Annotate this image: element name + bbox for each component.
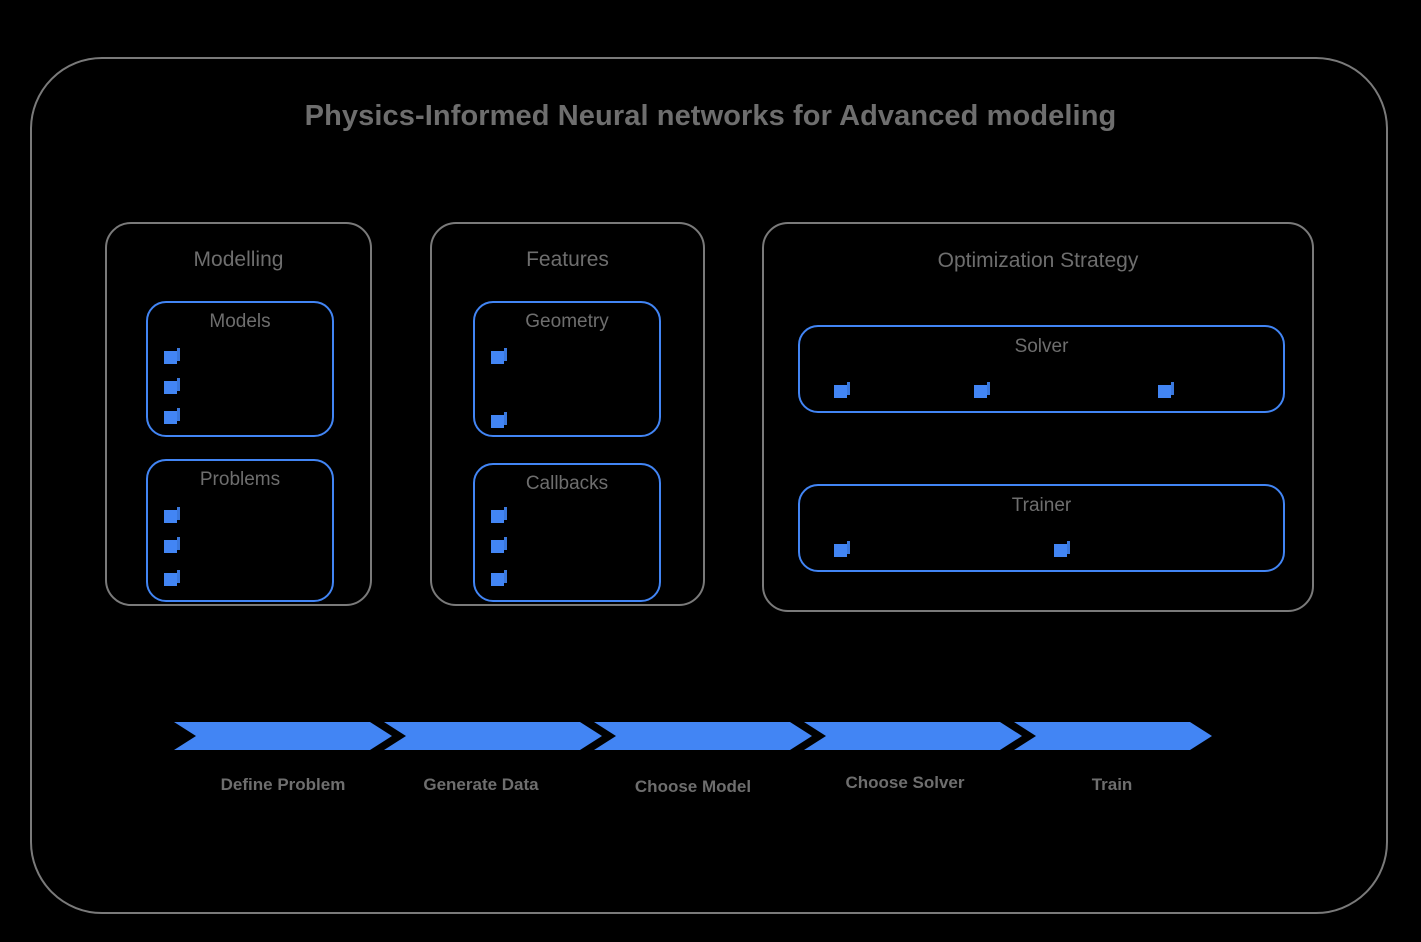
cube-marker bbox=[164, 348, 180, 364]
cube-marker bbox=[1158, 382, 1174, 398]
sub-box-callbacks[interactable]: Callbacks bbox=[473, 463, 661, 602]
page-title: Physics-Informed Neural networks for Adv… bbox=[304, 100, 1117, 132]
group-title-optimization-strategy: Optimization Strategy bbox=[937, 249, 1139, 272]
pipeline-step-label-generate-data: Generate Data bbox=[423, 775, 539, 794]
cube-marker bbox=[491, 348, 507, 364]
cube-marker bbox=[164, 570, 180, 586]
cube-marker bbox=[974, 382, 990, 398]
cube-marker bbox=[1054, 541, 1070, 557]
group-panel-modelling[interactable]: Modelling bbox=[105, 222, 372, 606]
sub-box-title-trainer: Trainer bbox=[1011, 495, 1072, 516]
cube-marker bbox=[491, 412, 507, 428]
group-panel-features[interactable]: Features bbox=[430, 222, 705, 606]
cube-marker bbox=[164, 408, 180, 424]
group-panel-optimization[interactable]: Optimization Strategy bbox=[762, 222, 1314, 612]
group-title-features: Features bbox=[526, 248, 609, 271]
cube-marker bbox=[491, 537, 507, 553]
cube-marker bbox=[164, 507, 180, 523]
pipeline-step-label-define-problem: Define Problem bbox=[220, 775, 346, 794]
cube-marker bbox=[834, 541, 850, 557]
sub-box-models[interactable]: Models bbox=[146, 301, 334, 437]
outer-frame bbox=[30, 57, 1388, 914]
sub-box-title-models: Models bbox=[209, 311, 271, 332]
sub-box-title-geometry: Geometry bbox=[525, 311, 609, 332]
pipeline-step-label-choose-solver: Choose Solver bbox=[845, 773, 965, 792]
pipeline-step-label-train: Train bbox=[1091, 775, 1133, 794]
cube-marker bbox=[491, 507, 507, 523]
cube-marker bbox=[164, 537, 180, 553]
sub-box-trainer[interactable]: Trainer bbox=[798, 484, 1285, 572]
sub-box-title-callbacks: Callbacks bbox=[525, 473, 609, 494]
pipeline-step-label-choose-model: Choose Model bbox=[634, 777, 752, 796]
group-title-modelling: Modelling bbox=[193, 248, 284, 271]
sub-box-geometry[interactable]: Geometry bbox=[473, 301, 661, 437]
cube-marker bbox=[491, 570, 507, 586]
sub-box-title-problems: Problems bbox=[199, 469, 281, 490]
cube-marker bbox=[164, 378, 180, 394]
cube-marker bbox=[834, 382, 850, 398]
sub-box-problems[interactable]: Problems bbox=[146, 459, 334, 602]
sub-box-solver[interactable]: Solver bbox=[798, 325, 1285, 413]
sub-box-title-solver: Solver bbox=[1014, 336, 1069, 357]
